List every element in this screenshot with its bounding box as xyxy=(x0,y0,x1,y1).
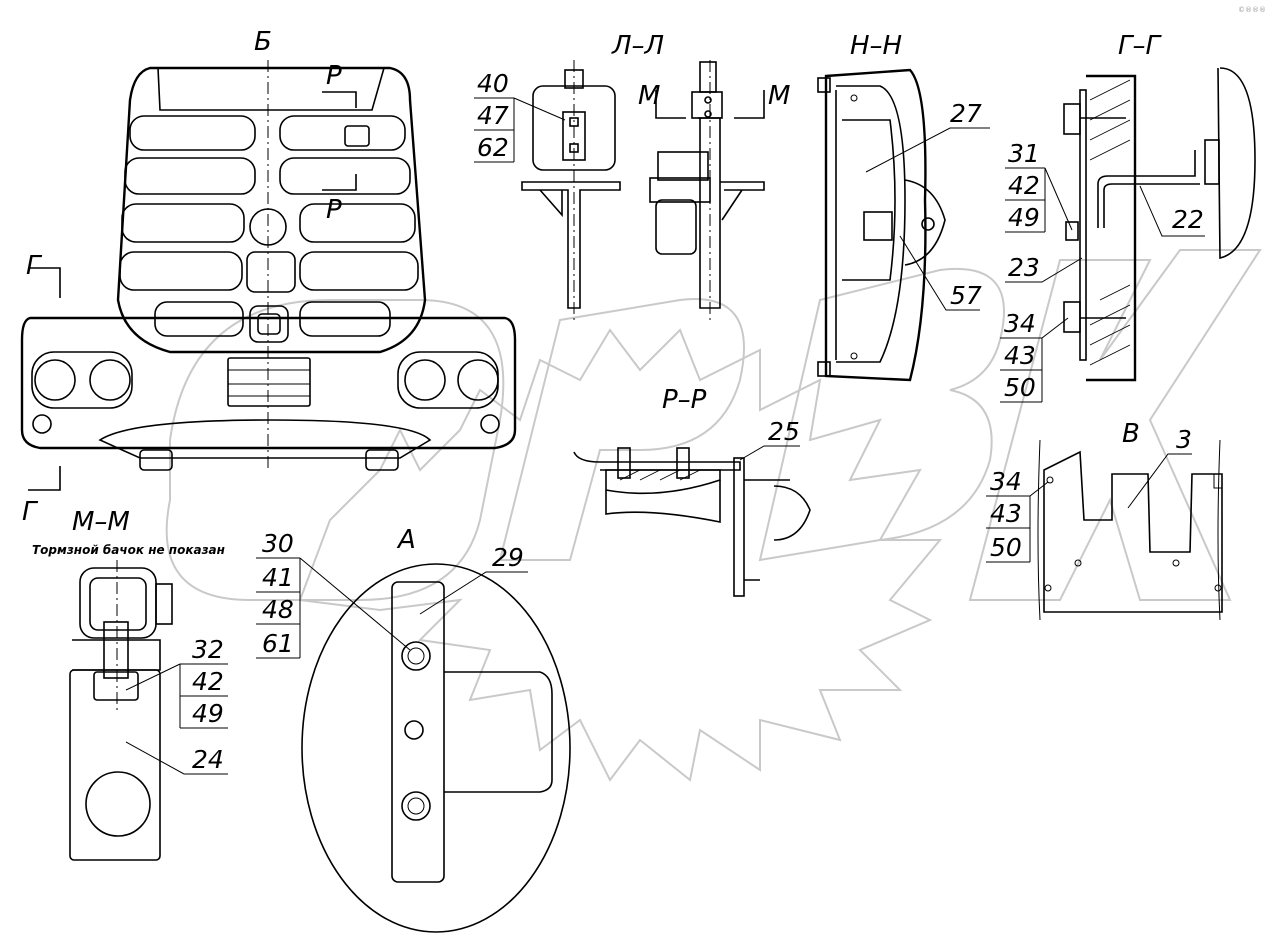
marker-m-left: М xyxy=(638,81,660,111)
view-nn: Н–Н 27 57 xyxy=(817,31,990,382)
mm-callout-24: 24 xyxy=(192,745,224,774)
a-callout-4: 61 xyxy=(262,629,294,658)
watermark: ©®®® xyxy=(165,6,1265,782)
a-callout-2: 41 xyxy=(262,563,294,592)
view-a-label: А xyxy=(396,525,416,555)
gg-callout-4: 34 xyxy=(1004,309,1036,338)
view-a: А 30 41 48 61 29 xyxy=(256,525,571,933)
mm-callout-1: 32 xyxy=(192,635,224,664)
v-callout-2: 43 xyxy=(990,499,1022,528)
mm-callout-2: 42 xyxy=(192,667,224,696)
view-pp-label: Р–Р xyxy=(662,385,707,415)
gg-callout-1: 31 xyxy=(1008,139,1040,168)
marker-g-top: Г xyxy=(26,251,43,281)
view-mm: М–М Тормзной бачок не показан 32 42 49 2… xyxy=(32,507,228,861)
watermark-corner-text: ©®®® xyxy=(1238,6,1265,14)
view-gg-label: Г–Г xyxy=(1118,31,1162,61)
marker-p-bottom: Р xyxy=(326,195,342,225)
v-callout-1: 34 xyxy=(990,467,1022,496)
ll-callout-1: 40 xyxy=(477,69,509,98)
marker-m-right: М xyxy=(768,81,790,111)
gg-callout-5: 43 xyxy=(1004,341,1036,370)
a-callout-3: 48 xyxy=(262,595,294,624)
a-callout-1: 30 xyxy=(262,529,294,558)
view-v-label: В xyxy=(1122,419,1140,449)
v-callout-3: 3 xyxy=(1176,425,1192,454)
view-pp: Р–Р 25 xyxy=(573,385,811,597)
view-b-label: Б xyxy=(254,27,272,57)
gg-callout-2: 42 xyxy=(1008,171,1040,200)
ll-callout-2: 47 xyxy=(477,101,509,130)
marker-g-bottom: Г xyxy=(22,497,39,527)
gg-callout-22: 22 xyxy=(1172,205,1204,234)
a-callout-29: 29 xyxy=(492,543,524,572)
marker-p-top: Р xyxy=(326,61,342,91)
mm-callout-3: 49 xyxy=(192,699,224,728)
view-v: В 3 34 43 50 xyxy=(986,419,1223,621)
gg-callout-3: 49 xyxy=(1008,203,1040,232)
v-callout-3b: 50 xyxy=(990,533,1022,562)
view-mm-label: М–М xyxy=(72,507,130,537)
ll-callout-3: 62 xyxy=(477,133,509,162)
pp-callout-25: 25 xyxy=(768,417,800,446)
view-ll: Л–Л 40 47 62 М М xyxy=(474,31,790,320)
nn-callout-57: 57 xyxy=(950,281,982,310)
view-nn-label: Н–Н xyxy=(850,31,902,61)
view-ll-label: Л–Л xyxy=(611,31,664,61)
gg-callout-6: 50 xyxy=(1004,373,1036,402)
view-gg: Г–Г 31 42 49 22 23 34 43 50 xyxy=(1000,31,1256,403)
nn-callout-27: 27 xyxy=(950,99,982,128)
gg-callout-23: 23 xyxy=(1008,253,1040,282)
brake-tank-note: Тормзной бачок не показан xyxy=(32,543,225,557)
view-b: Б Р Р xyxy=(20,27,517,527)
